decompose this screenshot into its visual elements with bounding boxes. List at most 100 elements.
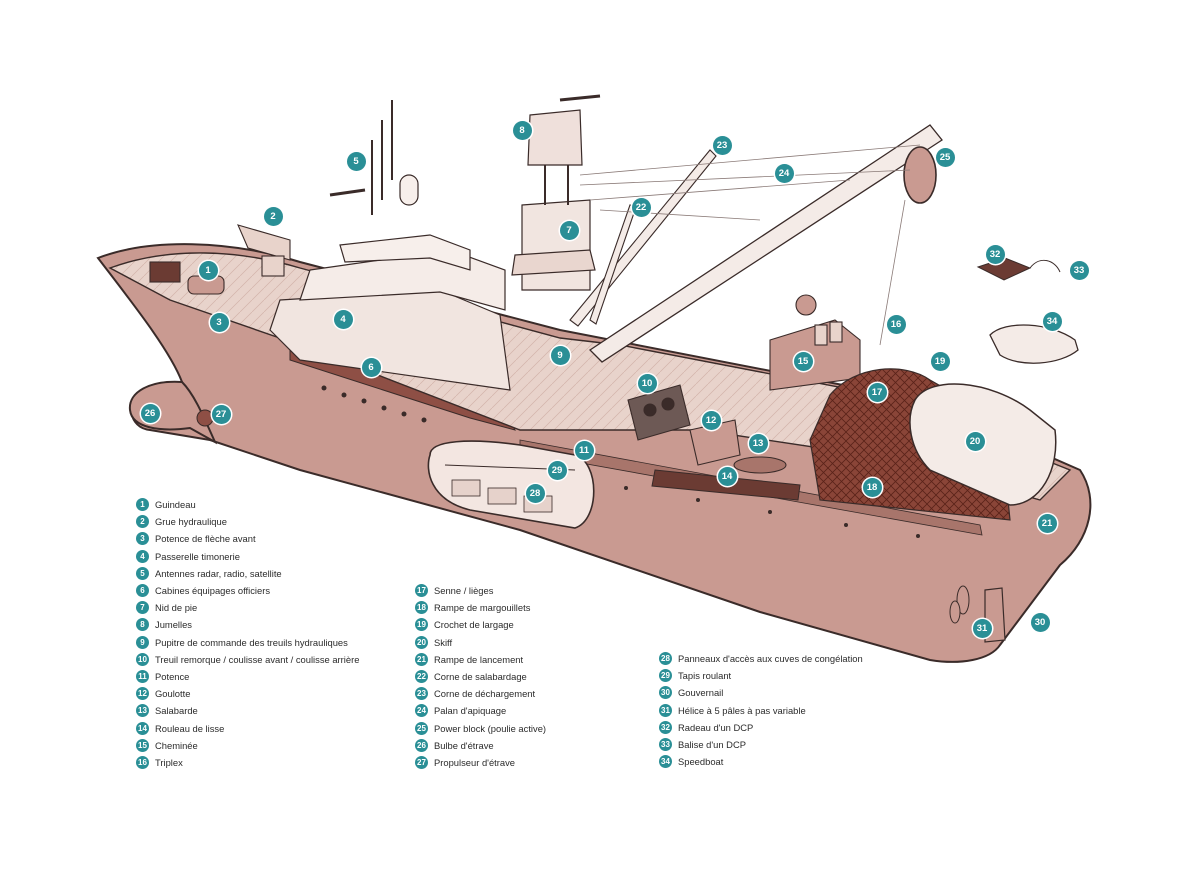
callout-badge-3: 3 bbox=[209, 312, 229, 332]
legend-label: Triplex bbox=[155, 756, 183, 768]
legend-item-30: 30 Gouvernail bbox=[659, 684, 863, 701]
legend-number: 4 bbox=[136, 549, 149, 563]
legend-label: Power block (poulie active) bbox=[434, 722, 547, 734]
legend-label: Goulotte bbox=[155, 688, 191, 700]
forward-crane bbox=[237, 224, 291, 277]
legend-label: Bulbe d'étrave bbox=[434, 739, 494, 751]
legend-number: 15 bbox=[136, 738, 149, 752]
dcp-raft bbox=[976, 257, 1032, 281]
legend-item-10: 10 Treuil remorque / coulisse avant / cou… bbox=[136, 651, 359, 668]
callout-badge-11: 11 bbox=[574, 440, 594, 460]
legend-number: 34 bbox=[659, 755, 672, 769]
legend-item-15: 15 Cheminée bbox=[136, 737, 359, 754]
callout-badge-2: 2 bbox=[263, 206, 283, 226]
legend-label: Cheminée bbox=[155, 739, 198, 751]
legend-number: 8 bbox=[136, 618, 149, 632]
windlass bbox=[149, 261, 225, 295]
legend-item-26: 26 Bulbe d'étrave bbox=[415, 737, 546, 754]
legend-number: 32 bbox=[659, 720, 672, 734]
callout-badge-31: 31 bbox=[972, 618, 992, 638]
legend-label: Gouvernail bbox=[678, 687, 724, 699]
legend-number: 20 bbox=[415, 635, 428, 649]
dcp-beacon bbox=[1029, 259, 1061, 273]
legend-number: 25 bbox=[415, 721, 428, 735]
callout-badge-30: 30 bbox=[1030, 612, 1050, 632]
legend-number: 12 bbox=[136, 687, 149, 701]
callout-badge-8: 8 bbox=[512, 120, 532, 140]
bow-thruster bbox=[196, 409, 214, 427]
legend-number: 30 bbox=[659, 686, 672, 700]
legend-number: 24 bbox=[415, 704, 428, 718]
legend-label: Crochet de largage bbox=[434, 619, 514, 631]
callout-badge-9: 9 bbox=[550, 345, 570, 365]
legend-label: Cabines équipages officiers bbox=[155, 585, 271, 597]
legend-number: 2 bbox=[136, 515, 149, 529]
legend-item-20: 20 Skiff bbox=[415, 634, 546, 651]
callout-badge-24: 24 bbox=[774, 163, 794, 183]
legend-label: Grue hydraulique bbox=[155, 516, 227, 528]
legend-label: Palan d'apiquage bbox=[434, 705, 507, 717]
callout-badge-26: 26 bbox=[140, 403, 160, 423]
legend-number: 27 bbox=[415, 755, 428, 769]
callout-badge-7: 7 bbox=[559, 220, 579, 240]
legend-number: 5 bbox=[136, 566, 149, 580]
winch bbox=[627, 384, 691, 441]
callout-badge-16: 16 bbox=[886, 314, 906, 334]
legend-number: 29 bbox=[659, 669, 672, 683]
callout-badge-33: 33 bbox=[1069, 260, 1089, 280]
legend-label: Balise d'un DCP bbox=[678, 739, 746, 751]
legend-item-25: 25 Power block (poulie active) bbox=[415, 720, 546, 737]
legend-label: Guindeau bbox=[155, 499, 196, 511]
callout-badge-14: 14 bbox=[717, 466, 737, 486]
chimney bbox=[769, 294, 861, 391]
legend-label: Skiff bbox=[434, 636, 453, 648]
legend-number: 26 bbox=[415, 738, 428, 752]
callout-badge-34: 34 bbox=[1042, 311, 1062, 331]
callout-badge-19: 19 bbox=[930, 351, 950, 371]
legend-label: Corne de déchargement bbox=[434, 688, 536, 700]
legend-number: 10 bbox=[136, 652, 149, 666]
callout-badge-25: 25 bbox=[935, 147, 955, 167]
legend-label: Radeau d'un DCP bbox=[678, 721, 754, 733]
legend-label: Corne de salabardage bbox=[434, 671, 527, 683]
callout-badge-21: 21 bbox=[1037, 513, 1057, 533]
legend-label: Treuil remorque / coulisse avant / couli… bbox=[155, 653, 360, 665]
legend-label: Nid de pie bbox=[155, 602, 198, 614]
legend-number: 23 bbox=[415, 687, 428, 701]
callout-badge-20: 20 bbox=[965, 431, 985, 451]
legend-number: 11 bbox=[136, 669, 149, 683]
bulbous-bow bbox=[128, 380, 218, 445]
callout-badge-12: 12 bbox=[701, 410, 721, 430]
callout-badge-29: 29 bbox=[547, 460, 567, 480]
legend-item-27: 27 Propulseur d'étrave bbox=[415, 754, 546, 771]
legend-number: 14 bbox=[136, 721, 149, 735]
legend-number: 31 bbox=[659, 703, 672, 717]
salabarde-net bbox=[733, 456, 787, 474]
legend-item-6: 6 Cabines équipages officiers bbox=[136, 582, 359, 599]
legend-number: 6 bbox=[136, 584, 149, 598]
legend-item-32: 32 Radeau d'un DCP bbox=[659, 719, 863, 736]
legend-label: Potence de flèche avant bbox=[155, 533, 256, 545]
legend-number: 22 bbox=[415, 670, 428, 684]
legend-item-22: 22 Corne de salabardage bbox=[415, 668, 546, 685]
legend-label: Salabarde bbox=[155, 705, 198, 717]
legend-number: 17 bbox=[415, 584, 428, 598]
legend-label: Propulseur d'étrave bbox=[434, 756, 516, 768]
legend-label: Senne / lièges bbox=[434, 585, 494, 597]
legend-number: 21 bbox=[415, 652, 428, 666]
callout-badge-17: 17 bbox=[867, 382, 887, 402]
